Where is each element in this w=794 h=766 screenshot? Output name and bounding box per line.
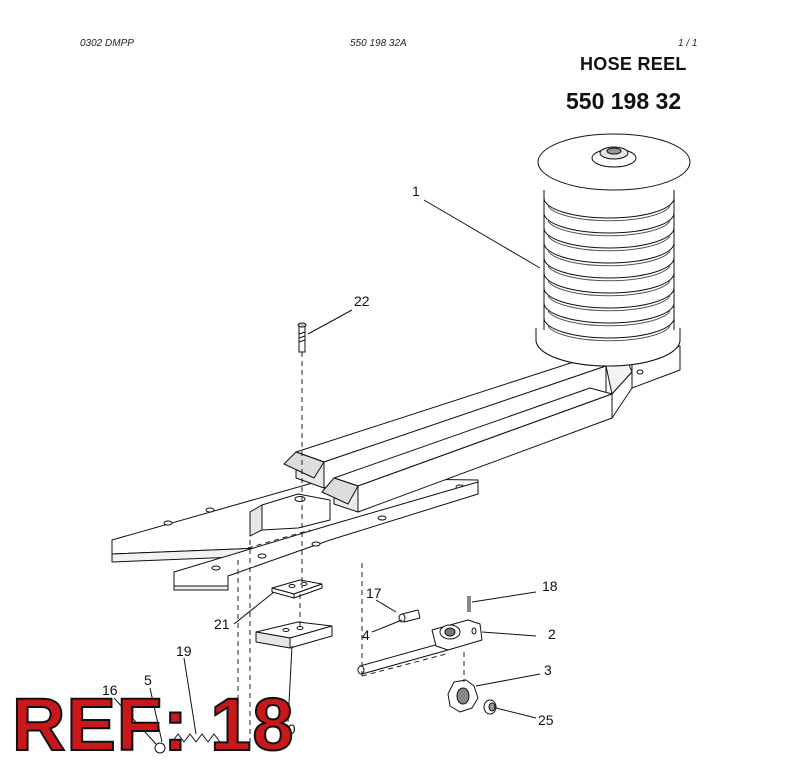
callout-3: 3	[544, 662, 552, 678]
leader-lines	[113, 199, 541, 745]
ref-stamp: REF: 18	[11, 683, 295, 766]
sprocket-3	[447, 679, 479, 713]
rubber-block-20	[255, 621, 333, 649]
arm-bracket	[579, 345, 681, 419]
callout-18: 18	[542, 578, 558, 594]
callout-20: 20	[280, 721, 296, 737]
callout-2: 2	[548, 626, 556, 642]
part-revision: 550 198 32A	[350, 38, 407, 49]
callout-17: 17	[366, 585, 382, 601]
callout-21: 21	[214, 616, 230, 632]
reel-arm-front-tube	[321, 387, 613, 513]
nut-5	[154, 742, 166, 754]
document-code: 0302 DMPP	[80, 38, 134, 49]
part-number: 550 198 32	[566, 88, 682, 114]
assembly-lines	[237, 352, 465, 742]
shim-plate-21	[271, 579, 323, 599]
callout-22: 22	[354, 293, 370, 309]
callout-1: 1	[412, 183, 420, 199]
callout-19: 19	[176, 643, 192, 659]
pivot-bracket-2	[431, 619, 483, 651]
page-number: 1 / 1	[678, 38, 698, 49]
cotter-pin-18	[467, 596, 471, 612]
callout-16: 16	[102, 682, 118, 698]
pin-4	[398, 609, 421, 623]
clamp-block	[249, 493, 331, 537]
pivot-shaft	[357, 641, 449, 675]
callout-25: 25	[538, 712, 554, 728]
bolt-22	[297, 322, 307, 353]
callout-4: 4	[362, 627, 370, 643]
hose-reel-drum	[535, 133, 691, 367]
diagram-title: HOSE REEL	[580, 54, 687, 74]
bushing-25	[483, 699, 497, 715]
spring-19	[171, 733, 221, 743]
callout-5: 5	[144, 672, 152, 688]
